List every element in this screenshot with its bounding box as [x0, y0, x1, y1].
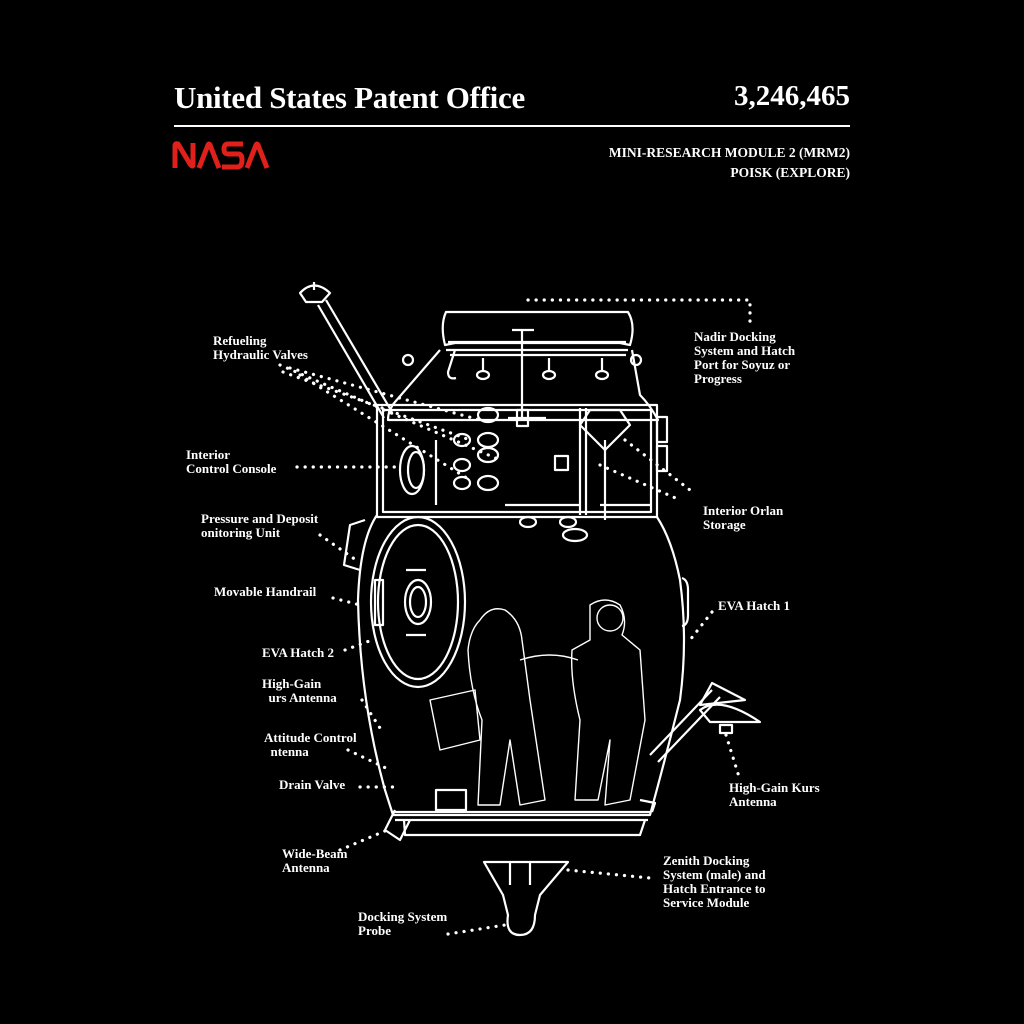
header-divider	[174, 125, 850, 127]
nadir-docking-ring	[441, 310, 634, 347]
label-high-gain-kurs-antenna-left: High-Gain urs Antenna	[262, 676, 337, 705]
patent-number: 3,246,465	[734, 80, 850, 112]
eva-hatch-1	[681, 576, 690, 628]
label-wide-beam-antenna: Wide-Beam Antenna	[282, 846, 348, 875]
docking-probe	[482, 860, 570, 937]
label-attitude-control-antenna: Attitude Control ntenna	[264, 730, 357, 759]
astronaut-figures	[429, 599, 646, 806]
page-title: United States Patent Office	[174, 80, 525, 115]
label-high-gain-kurs-antenna: High-Gain Kurs Antenna	[729, 780, 820, 809]
nasa-logo-icon	[172, 141, 270, 170]
attitude-antenna-arm	[317, 299, 393, 419]
label-eva-hatch-2: EVA Hatch 2	[262, 645, 334, 660]
eva-hatch-2	[369, 515, 467, 689]
label-nadir-docking-system: Nadir Docking System and Hatch Port for …	[694, 329, 796, 386]
module-nickname: POISK (EXPLORE)	[730, 165, 850, 180]
label-docking-system-probe: Docking System Probe	[358, 909, 448, 938]
kurs-antenna	[649, 689, 721, 763]
label-eva-hatch-1: EVA Hatch 1	[718, 598, 790, 613]
label-pressure-deposit-monitoring-unit: Pressure and Deposit onitoring Unit	[201, 511, 319, 540]
label-drain-valve: Drain Valve	[279, 777, 346, 792]
label-interior-orlan-storage: Interior Orlan Storage	[703, 503, 784, 532]
label-interior-control-console: Interior Control Console	[186, 447, 277, 476]
label-refueling-hydraulic-valves: Refueling Hydraulic Valves	[213, 333, 308, 362]
label-zenith-docking-system: Zenith Docking System (male) and Hatch E…	[663, 853, 766, 910]
module-name: MINI-RESEARCH MODULE 2 (MRM2)	[608, 145, 850, 160]
label-movable-handrail: Movable Handrail	[214, 584, 317, 599]
module-hull	[356, 514, 686, 817]
